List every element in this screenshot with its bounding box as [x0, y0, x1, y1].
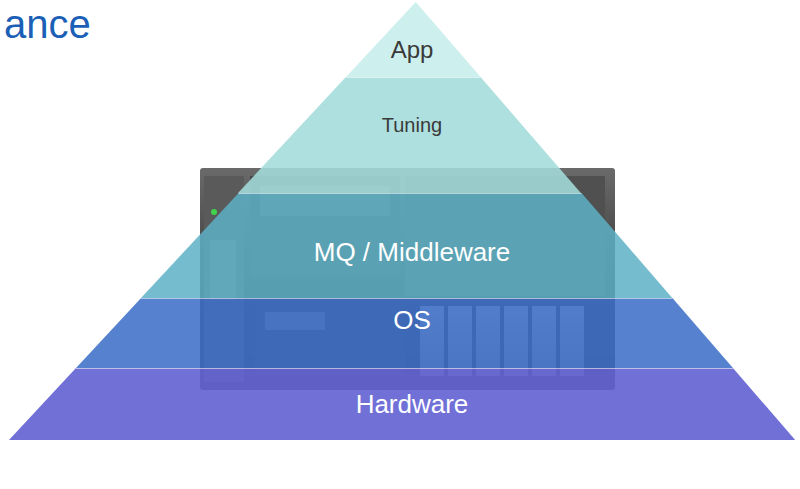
band-label: Tuning — [382, 114, 442, 137]
band-label: Hardware — [356, 390, 469, 420]
band-highlight — [76, 368, 733, 369]
band-highlight — [238, 193, 581, 194]
pyramid-band: OS — [76, 298, 733, 368]
band-label: App — [391, 36, 434, 64]
band-highlight — [346, 77, 481, 78]
pyramid-band: App — [346, 2, 481, 77]
band-fill — [76, 298, 733, 368]
band-label: MQ / Middleware — [314, 238, 511, 268]
pyramid-band: Tuning — [238, 77, 581, 193]
slide-title: ance — [4, 2, 91, 47]
band-highlight — [141, 298, 672, 299]
band-label: OS — [393, 306, 431, 336]
pyramid-band: MQ / Middleware — [141, 193, 672, 298]
band-fill — [346, 2, 481, 77]
pyramid-band: Hardware — [9, 368, 795, 440]
band-fill — [141, 193, 672, 298]
band-fill — [9, 368, 795, 440]
band-fill — [238, 77, 581, 193]
